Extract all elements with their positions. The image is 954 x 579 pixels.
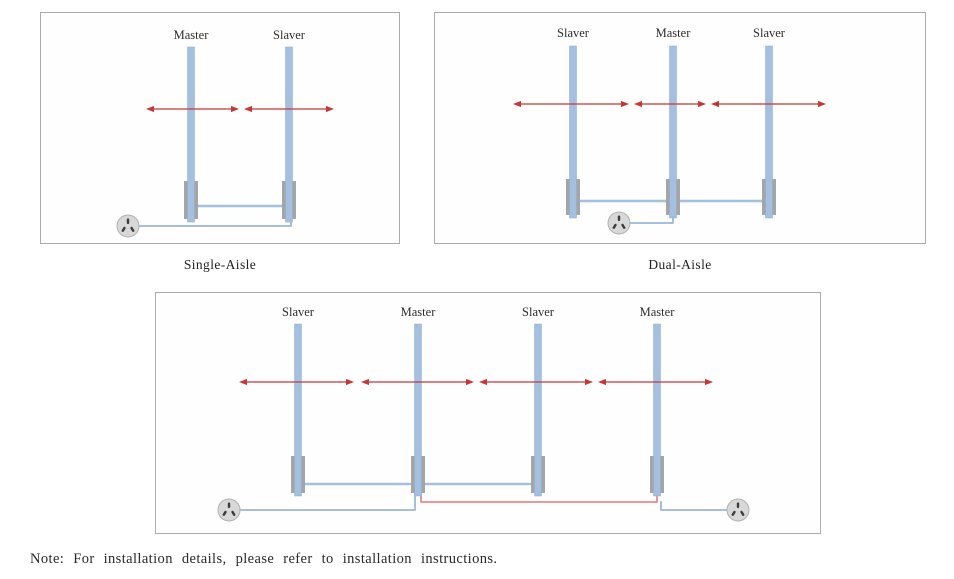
pole-bar (294, 323, 302, 497)
caption-single-aisle: Single-Aisle (183, 257, 257, 272)
power-wire-red (420, 492, 658, 503)
power-wire-blue (239, 493, 416, 511)
power-outlet-icon (607, 211, 631, 235)
detection-range-arrow (634, 100, 706, 108)
pole-label-slaver: Slaver (522, 305, 555, 319)
pole-label-slaver: Slaver (273, 28, 306, 42)
multi-aisle-diagram: Slaver Master Slaver Master (155, 292, 821, 534)
power-outlet-icon (217, 498, 241, 522)
note-text: Note: For installation details, please r… (30, 551, 498, 567)
detection-range-arrow (146, 105, 239, 113)
pole-label-slaver: Slaver (557, 26, 590, 40)
pole-bar (187, 46, 195, 223)
power-outlet-icon (726, 498, 750, 522)
detection-range-arrow (479, 378, 593, 386)
dual-aisle-svg: Slaver Master Slaver (513, 26, 826, 235)
single-aisle-diagram: Master Slaver (40, 12, 400, 244)
detection-range-arrow (711, 100, 826, 108)
pole-bar (569, 45, 577, 219)
caption-dual-aisle: Dual-Aisle (648, 257, 712, 272)
pole-bar (534, 323, 542, 497)
power-wire-blue (138, 219, 292, 227)
detection-range-arrow (513, 100, 629, 108)
dual-aisle-diagram: Slaver Master Slaver (434, 12, 926, 244)
detection-range-arrow (244, 105, 334, 113)
power-wire-blue (660, 501, 728, 511)
pole-bar (414, 323, 422, 497)
pole-label-master: Master (401, 305, 437, 319)
pole-label-slaver: Slaver (753, 26, 786, 40)
power-outlet-icon (116, 214, 140, 238)
detection-range-arrow (239, 378, 354, 386)
multi-aisle-svg: Slaver Master Slaver Master (217, 305, 750, 522)
detection-range-arrow (598, 378, 713, 386)
single-aisle-svg: Master Slaver (116, 28, 334, 238)
pole-bar (669, 45, 677, 219)
pole-label-slaver: Slaver (282, 305, 315, 319)
pole-label-master: Master (656, 26, 692, 40)
pole-bar (653, 323, 661, 497)
power-wire-blue (629, 215, 674, 224)
pole-label-master: Master (174, 28, 210, 42)
pole-label-master: Master (640, 305, 676, 319)
detection-range-arrow (361, 378, 474, 386)
pole-bar (765, 45, 773, 219)
pole-bar (285, 46, 293, 223)
